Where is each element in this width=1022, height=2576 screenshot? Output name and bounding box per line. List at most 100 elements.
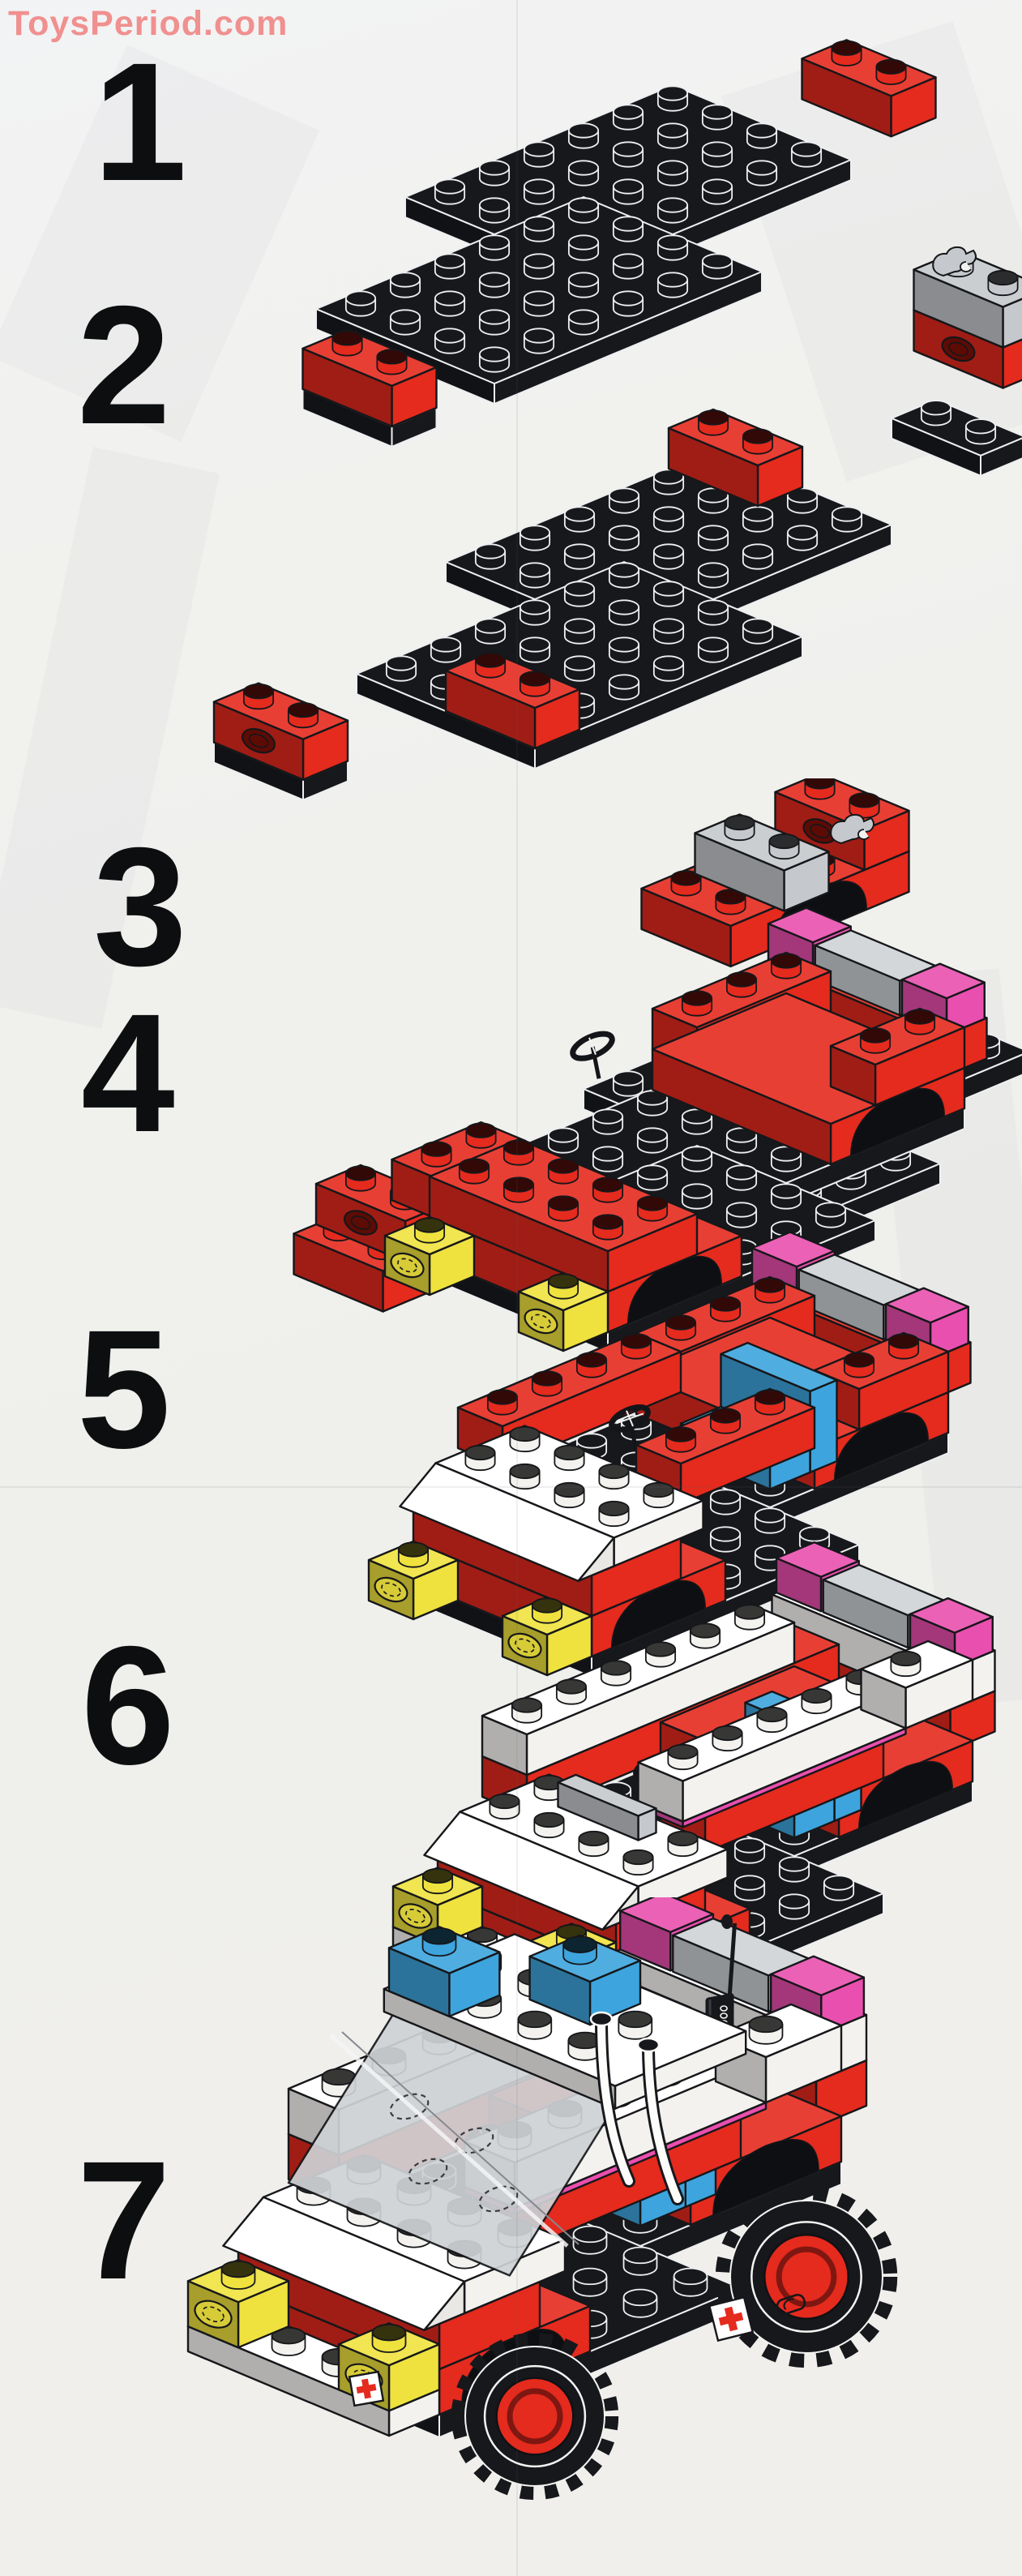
step-2-number: 2 [77, 272, 171, 460]
near-white-rail [463, 2034, 768, 2210]
pink-trim-strip [463, 2080, 768, 2216]
steering-wheel [633, 1753, 675, 1800]
rear-mudguard [635, 1316, 950, 1490]
beacon-blue-left [387, 1926, 501, 2018]
red-corner-brick-rear [667, 408, 804, 508]
chassis-plate-front [437, 1818, 884, 2026]
hood-white [262, 2154, 567, 2315]
hood-white [434, 1425, 704, 1567]
bed-near-wall [488, 2090, 742, 2244]
headlight-yellow-right [525, 1922, 618, 2003]
hood-slope-top [222, 2196, 466, 2331]
door-handle [776, 2293, 806, 2316]
front-mudguard [237, 2220, 592, 2416]
pipe-tip-1 [589, 2011, 614, 2027]
tail-panel-pink-left [775, 1541, 860, 1613]
chassis-plate-rear [526, 1706, 973, 1914]
rear-far-wall [651, 951, 832, 1069]
front-mudguard [436, 1832, 751, 2007]
front-top-brick [428, 1138, 699, 1293]
step-7-number: 7 [77, 2127, 171, 2315]
seat-back [720, 1341, 838, 1474]
gray-sliver [557, 1773, 657, 1841]
roll-bar-outline-2 [642, 2038, 684, 2205]
front-wheel [451, 2332, 619, 2501]
hood-slope-top [399, 1462, 615, 1583]
red-cross-panel-side [708, 2295, 755, 2342]
far-red-wall [287, 1985, 692, 2202]
headlight-yellow-left [367, 1540, 460, 1621]
front-white-bumper [391, 1907, 618, 2025]
tail-panel-pink-right [770, 1955, 866, 2035]
red-brick-float-left [301, 328, 438, 428]
chassis-plate-front [356, 561, 803, 769]
steering-wheel [609, 1404, 651, 1451]
roll-bar-white-2 [644, 2041, 682, 2203]
step-1-number: 1 [93, 28, 187, 216]
hood-slope-top [423, 1811, 639, 1931]
wrench-clip [830, 813, 874, 845]
front-top-brick [436, 1811, 707, 1966]
rear-end-wall [614, 1974, 868, 2128]
red-cross-tile-hood [348, 2370, 385, 2407]
rear-near-white-seg [714, 2003, 843, 2104]
windshield-dash-stud-3 [408, 2158, 448, 2185]
steering-wheel [464, 2124, 502, 2171]
radio-antenna [705, 1914, 738, 2052]
step-4-number: 4 [81, 979, 175, 1168]
rear-far-wall [635, 1275, 816, 1394]
rear-mudguard [488, 2030, 843, 2227]
rear-mudguard [659, 1665, 974, 1839]
far-white-rail [481, 1602, 796, 1777]
front-mudguard [412, 1484, 727, 1658]
seat-back [744, 1690, 862, 1823]
bed-near-wall [659, 1717, 885, 1854]
chassis-plate-front [315, 196, 763, 405]
headlight-yellow-left [186, 2259, 290, 2349]
front-float-headlight-brick [314, 1164, 451, 1263]
rear-white-wall [614, 1929, 868, 2083]
chassis-plate-front [494, 1088, 941, 1297]
chassis-plate-rear [502, 1357, 949, 1566]
step-6-number: 6 [81, 1612, 175, 1800]
front-mudguard [428, 1159, 743, 1334]
windshield-dash-stud-2 [454, 2127, 494, 2154]
fold-crease-horizontal [0, 1486, 1022, 1488]
far-white-rail [287, 1961, 642, 2157]
windshield-dash-stud-4 [478, 2185, 519, 2213]
roll-bar-outline-1 [595, 2012, 635, 2188]
headlight-yellow-right [337, 2322, 441, 2412]
hood-white [459, 1773, 729, 1916]
bed-far-wall [456, 1331, 682, 1468]
chassis-plate-rear [445, 449, 892, 658]
step-3-number: 3 [93, 813, 187, 1001]
front-top-brick [237, 2196, 541, 2371]
fold-crease-vertical [516, 0, 518, 2576]
rear-float-red-brick [774, 778, 910, 872]
chassis-plate-rear [338, 2077, 842, 2312]
rear-mudguard-float [640, 812, 910, 968]
headlight-yellow-left [383, 1215, 476, 1297]
tail-panel-gray [672, 1917, 810, 2013]
seat-back [584, 2060, 717, 2208]
black-plate-float-left [301, 369, 438, 448]
chassis-plate-front [237, 2203, 742, 2438]
steering-wheel-float [570, 1031, 615, 1079]
paper-smudge [721, 20, 1022, 482]
hood-slope-side [577, 1537, 615, 1583]
windshield-dash-stud-1 [389, 2093, 430, 2120]
seat-cushion [679, 1405, 811, 1490]
tail-panel-pink-left [767, 907, 852, 980]
chassis-plate-front [429, 1145, 876, 1353]
windshield-highlight [329, 2034, 569, 2248]
seat-cushion [538, 2132, 686, 2227]
headlight-yellow-right [517, 1271, 609, 1352]
hood-slope-side [601, 1885, 639, 1931]
rear-float-gray-brick [694, 813, 830, 912]
pipe-tip-2 [636, 2037, 661, 2053]
chassis-plate-front [413, 1469, 860, 1678]
headlight-yellow-left [391, 1867, 484, 1947]
near-white-rail [637, 1668, 907, 1823]
rear-wheel [715, 2185, 898, 2368]
front-white-bumper [186, 2304, 441, 2437]
